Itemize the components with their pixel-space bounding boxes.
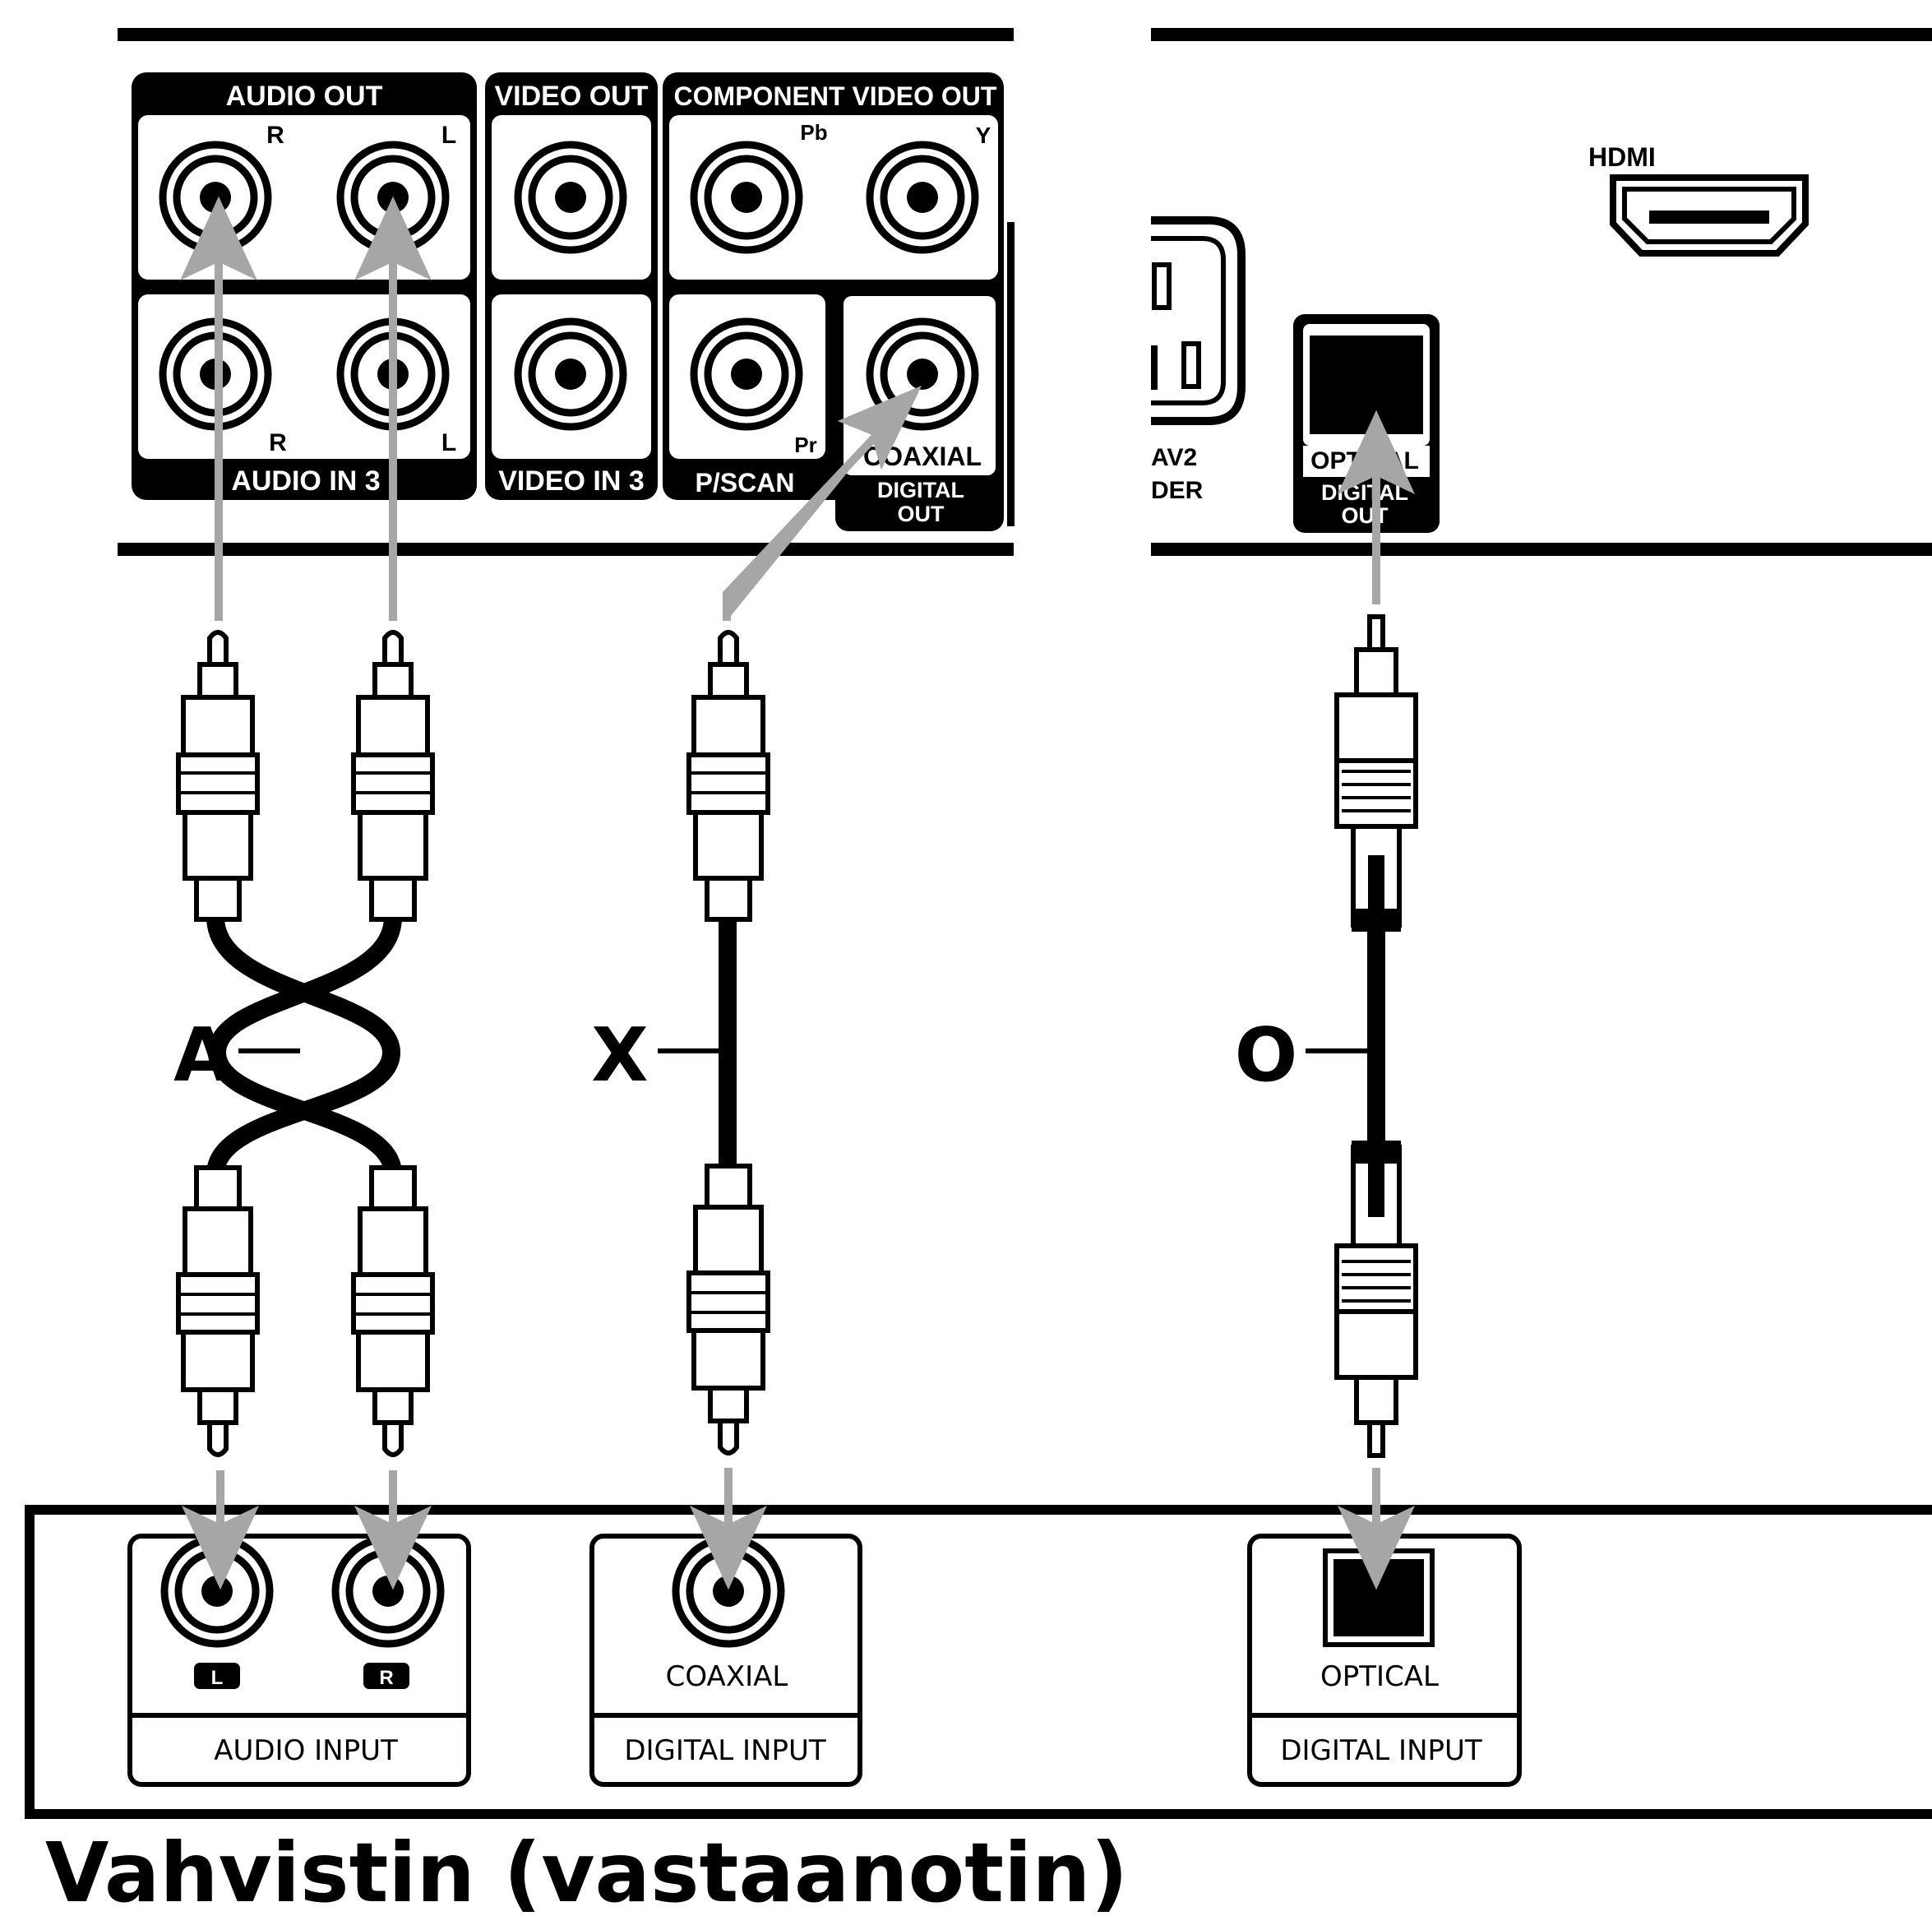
right-panel-bottom-edge [1151, 543, 1932, 556]
cable-a-bottom-left-plug [178, 1168, 257, 1455]
panel-top-edge [118, 28, 1014, 41]
player-rear-panel-right: AV2 DER HDMI OPTICAL DIGITAL OUT [1151, 28, 1932, 556]
cable-x-bottom-plug [689, 1166, 768, 1453]
amp-coaxial-label: COAXIAL [666, 1660, 788, 1693]
video-in3-jack [518, 322, 623, 427]
amp-l-badge [194, 1663, 240, 1689]
audio-in3-r-label: R [269, 429, 287, 456]
amp-coaxial-digital-input-label: DIGITAL INPUT [624, 1734, 826, 1767]
cable-x-label: X [591, 1012, 648, 1099]
arrow-optical-up-head [1337, 410, 1416, 495]
out-label: OUT [898, 502, 945, 526]
optical-out-word-label: OUT [1342, 503, 1389, 528]
amp-l-label: L [211, 1667, 224, 1689]
panel-bottom-edge [118, 543, 1014, 556]
arrow-audio-r-up-head [179, 196, 258, 281]
hdmi-label: HDMI [1588, 142, 1656, 172]
av2-label: AV2 [1151, 444, 1197, 471]
amp-r-badge [363, 1663, 409, 1689]
pb-label: Pb [800, 120, 827, 145]
audio-in3-label: AUDIO IN 3 [231, 465, 380, 497]
optical-digital-out-port: OPTICAL DIGITAL OUT [1293, 314, 1440, 533]
amplifier-title: Vahvistin (vastaanotin) [45, 1825, 1128, 1916]
player-rear-panel-left: AUDIO OUT R L R L AUDIO IN 3 VIDEO OUT V… [118, 28, 1015, 556]
connection-arrows [179, 196, 1416, 1590]
cable-o-top-plug [1337, 617, 1416, 932]
audio-input-group: L R AUDIO INPUT [127, 1534, 471, 1787]
audio-out-group: AUDIO OUT R L R L AUDIO IN 3 [132, 72, 477, 500]
component-video-out-label: COMPONENT VIDEO OUT [674, 81, 997, 111]
audio-in3-l-label: L [441, 429, 456, 456]
pr-label: Pr [794, 433, 816, 457]
pb-jack [694, 145, 799, 250]
amp-optical-label: OPTICAL [1320, 1660, 1439, 1693]
audio-out-label: AUDIO OUT [226, 81, 383, 112]
arrow-amp-l-down-head [181, 1505, 260, 1590]
cable-o-optical: O [1235, 617, 1416, 1456]
cable-o-label: O [1235, 1012, 1298, 1099]
video-out-label: VIDEO OUT [494, 81, 648, 112]
component-video-out-group: COMPONENT VIDEO OUT Pb Y Pr P/SCAN COAXI… [663, 72, 1004, 531]
right-panel-top-edge [1151, 28, 1932, 41]
p-scan-label: P/SCAN [696, 468, 795, 498]
amp-r-label: R [379, 1667, 393, 1689]
cable-a-label: A [173, 1012, 231, 1099]
arrow-amp-r-down-head [354, 1505, 432, 1590]
y-jack [870, 145, 975, 250]
audio-out-r-label: R [266, 122, 284, 149]
cable-a-top-right-plug [354, 632, 432, 919]
arrow-audio-l-up-head [354, 196, 432, 281]
arrow-amp-optical-down-head [1337, 1505, 1416, 1590]
arrow-coaxial-up [723, 424, 887, 621]
cable-a-audio: A [173, 632, 432, 1455]
amplifier-rear-panel: L R AUDIO INPUT COAXIAL DIGITAL INPUT OP… [25, 1505, 1932, 1819]
cable-a-bottom-right-plug [354, 1168, 432, 1455]
cable-x-coaxial: X [591, 632, 768, 1453]
audio-input-label: AUDIO INPUT [214, 1734, 398, 1767]
video-out-jack [518, 145, 623, 250]
cable-x-top-plug [689, 632, 768, 919]
optical-digital-label: DIGITAL [1321, 480, 1408, 505]
arrow-amp-coax-down-head [689, 1505, 768, 1590]
digital-out-label: DIGITAL [877, 478, 964, 502]
amp-optical-digital-input-label: DIGITAL INPUT [1280, 1734, 1482, 1767]
arrow-coaxial-up-head [837, 386, 922, 470]
hdmi-port: HDMI [1588, 142, 1809, 257]
cable-a-top-left-plug [178, 632, 257, 919]
amplifier-panel-frame [25, 1505, 1932, 1819]
video-out-group: VIDEO OUT VIDEO IN 3 [485, 72, 658, 500]
y-label: Y [976, 123, 991, 148]
pr-jack [694, 322, 799, 427]
audio-out-l-label: L [441, 122, 456, 149]
cable-o-bottom-plug [1337, 1141, 1416, 1456]
optical-digital-input-group: OPTICAL DIGITAL INPUT [1247, 1534, 1522, 1787]
der-label: DER [1151, 477, 1204, 504]
video-in3-label: VIDEO IN 3 [498, 465, 645, 497]
scart-connector-partial: AV2 DER [1151, 216, 1246, 504]
panel-edge-mark [1007, 222, 1015, 526]
